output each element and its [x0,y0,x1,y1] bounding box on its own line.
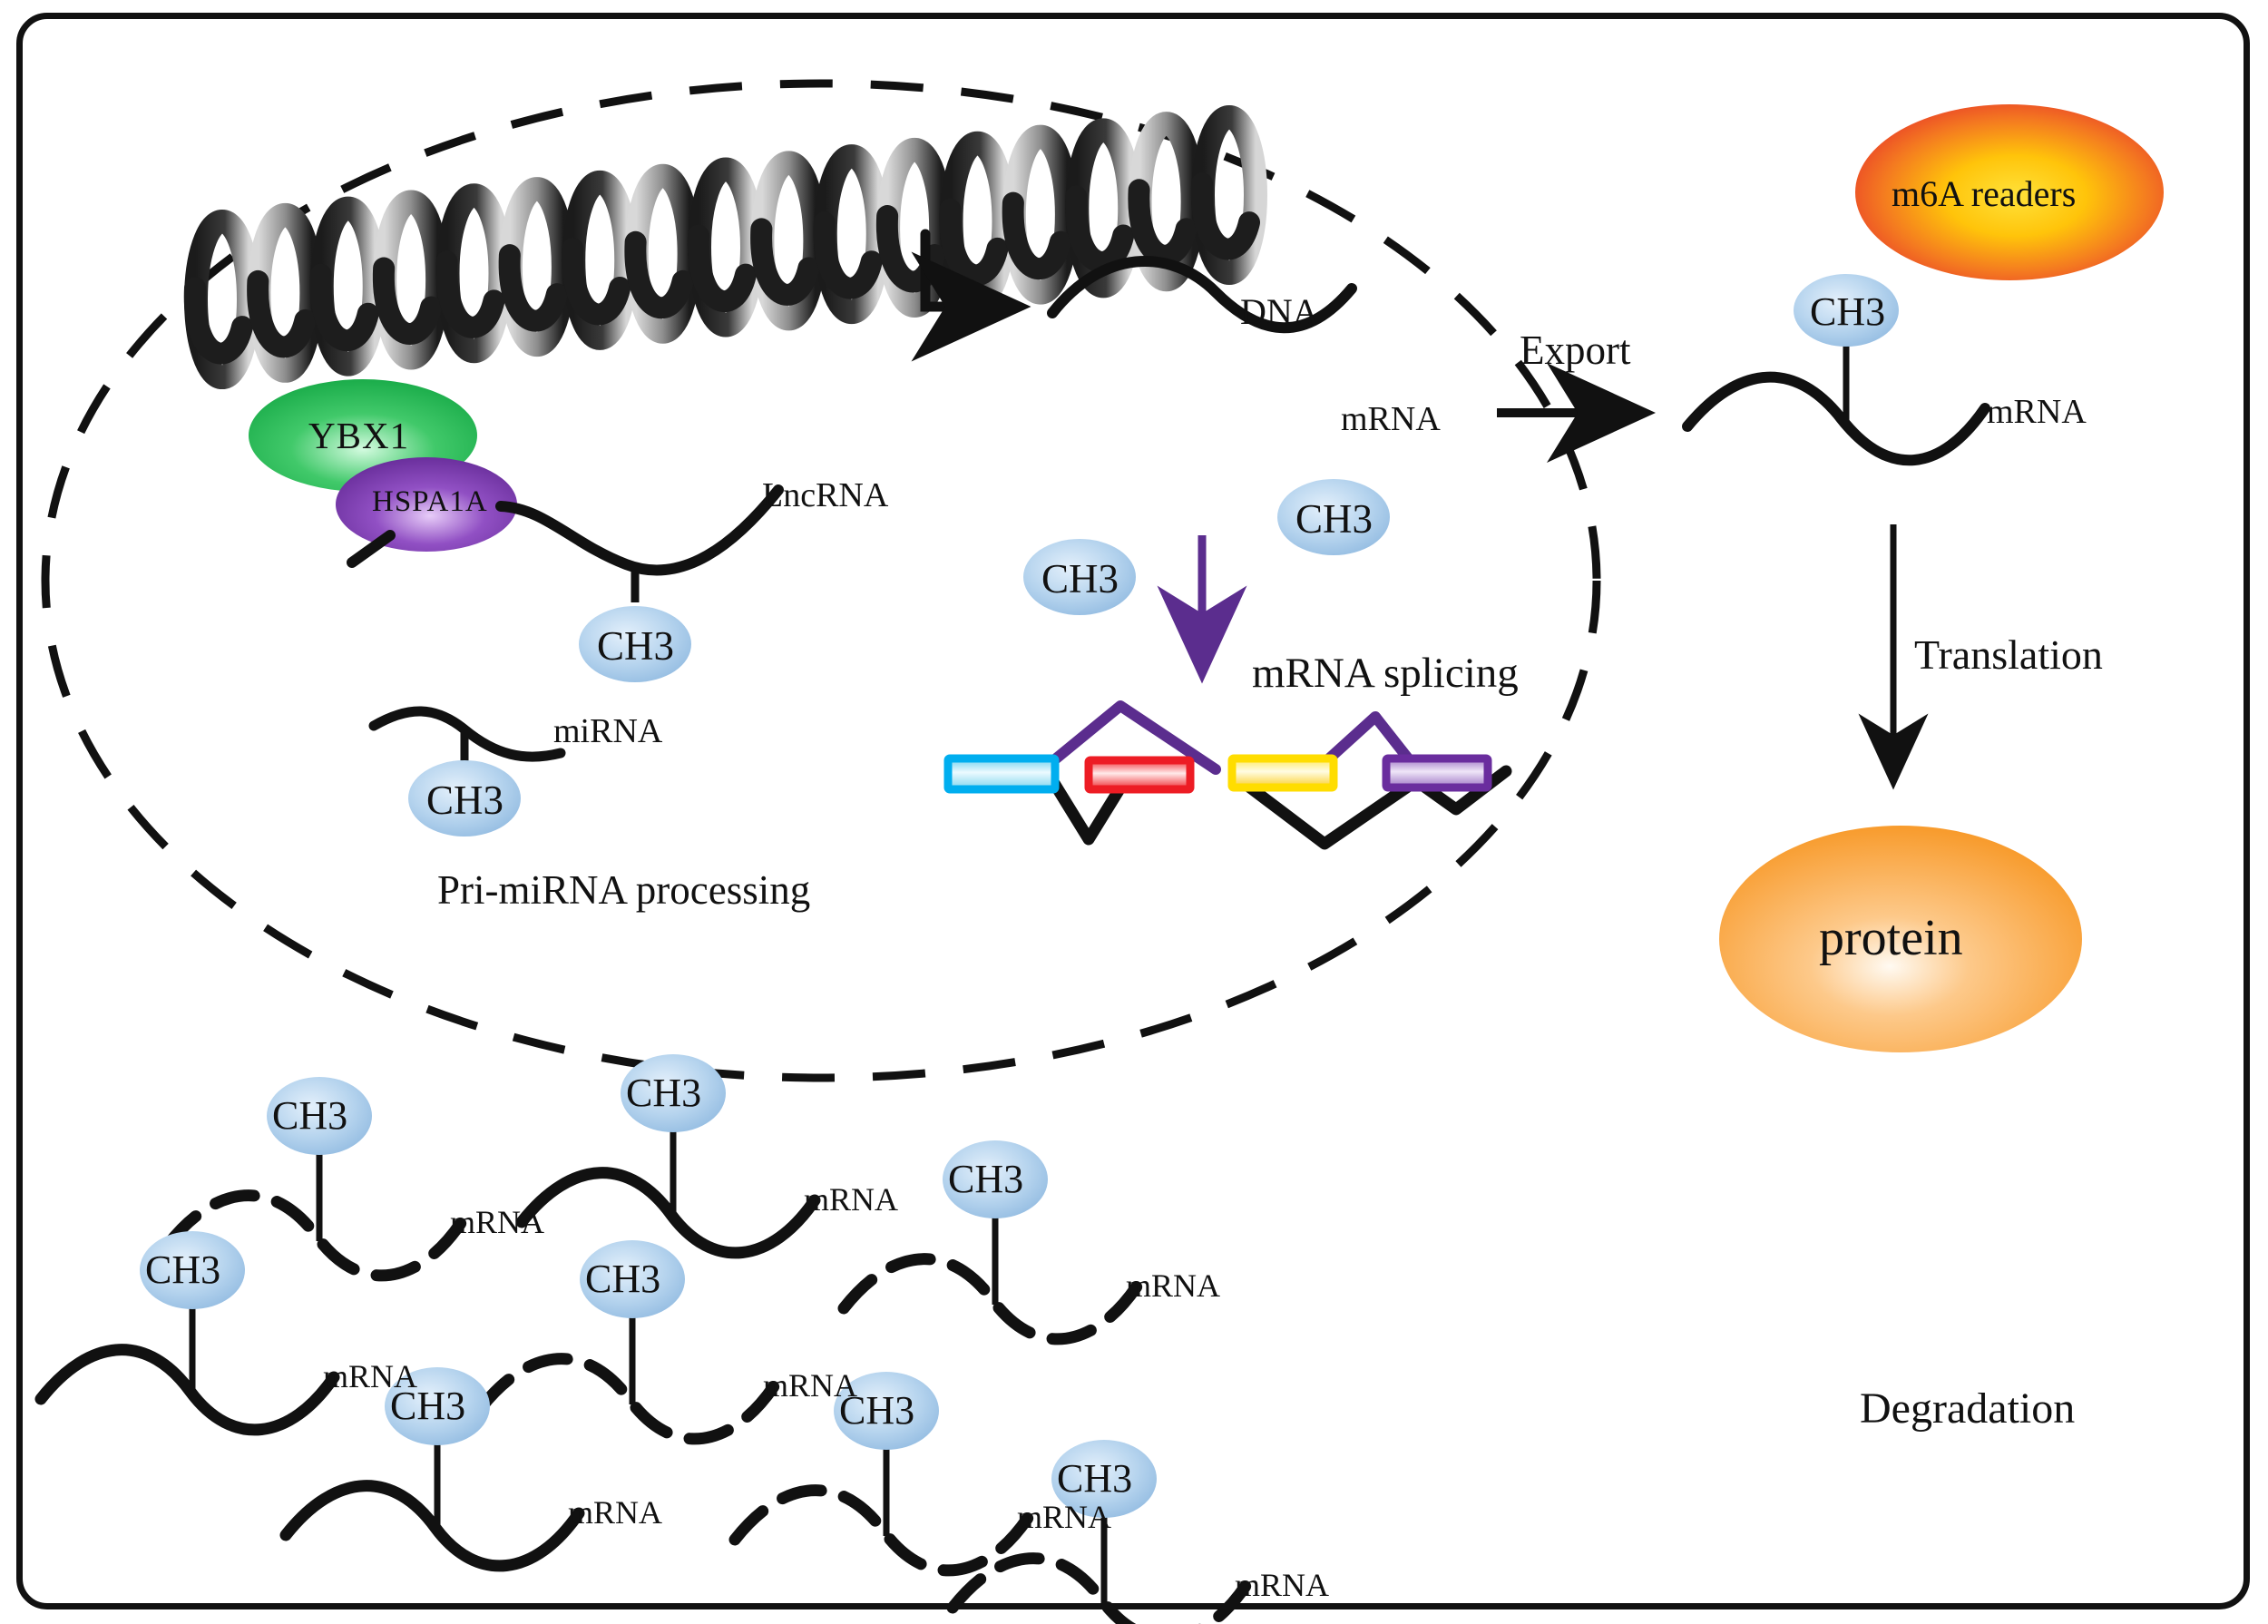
dna-coil-front [750,218,820,306]
label-lncrna: LncRNA [762,476,889,514]
label-hspa1a: HSPA1A [372,485,488,518]
label-mrna-degradation: mRNA [568,1494,663,1531]
degradation-strand-group [34,1054,1252,1624]
label-ch3-mirna: CH3 [426,778,504,823]
lncrna-strand [347,484,784,576]
protein-body[interactable] [1719,826,2082,1052]
degradation-mrna-strand [837,1253,1143,1345]
ch3-free-left[interactable] [1023,539,1136,615]
dna-coil-front [1128,179,1198,267]
label-ch3-degradation: CH3 [839,1388,915,1433]
degradation-mrna-strand [34,1344,340,1436]
label-mrna-degradation: mRNA [804,1181,899,1218]
exon-box-3 [1227,754,1338,792]
label-mirna: miRNA [553,712,663,750]
exon-box-1 [943,754,1060,794]
dna-helix [183,105,1268,389]
dna-coil-front [1065,185,1135,273]
label-mrna-degradation: mRNA [1235,1567,1330,1603]
dna-coil-front [624,230,694,319]
degradation-mrna-strand [515,1167,821,1259]
label-dna: DNA [1240,291,1319,332]
ch3-marker-lncrna[interactable] [579,606,691,682]
label-mrna-splicing: mRNA splicing [1252,650,1519,697]
dna-coil-front [183,277,253,365]
exported-mrna-strand [1682,371,1990,466]
dna-coil-front [1002,191,1071,280]
ch3-marker-degradation[interactable] [621,1054,726,1132]
dna-coil-front [372,257,443,345]
dna-coil-front [247,269,317,358]
label-ch3-degradation: CH3 [145,1247,221,1292]
nuclear-mrna-strand [1047,255,1357,334]
label-protein: protein [1819,910,1963,966]
dna-coil-front [939,198,1009,287]
transcription-arrow [911,229,1031,362]
label-ybx1: YBX1 [308,415,410,456]
dna-coil-turn [1190,105,1268,285]
label-export: Export [1520,328,1631,373]
ch3-marker-degradation[interactable] [385,1367,490,1445]
ch3-marker-mirna[interactable] [408,760,521,836]
dna-coil-front [435,250,505,338]
degradation-mrna-strand [728,1484,1034,1577]
ch3-marker-degradation[interactable] [267,1077,372,1155]
dna-coil-front [309,263,379,352]
label-degradation: Degradation [1860,1384,2076,1433]
label-ch3-degradation: CH3 [626,1071,702,1115]
exon-box-2 [1084,756,1195,794]
label-mrna-degradation: mRNA [323,1358,418,1394]
label-pri-mirna-processing: Pri-miRNA processing [437,867,811,913]
dna-coil-front [813,211,883,299]
degradation-mrna-strand [161,1189,467,1282]
label-ch3-degradation: CH3 [585,1257,661,1301]
dna-coil-front [498,244,568,332]
ch3-marker-degradation[interactable] [1051,1440,1157,1518]
label-ch3-free-right: CH3 [1295,496,1374,542]
dna-coil-front [687,224,757,312]
degradation-mrna-strand [474,1353,780,1445]
ch3-marker-degradation[interactable] [943,1140,1048,1218]
mirna-strand [368,706,566,762]
ch3-marker-exported[interactable] [1794,274,1899,347]
label-mrna-degradation: mRNA [450,1204,545,1240]
mrna-splicing-schematic [943,700,1512,850]
label-ch3-degradation: CH3 [1057,1456,1133,1501]
exon-box-4 [1382,754,1492,792]
degradation-mrna-strand [946,1552,1252,1624]
label-mrna-degradation: mRNA [763,1367,858,1404]
nuclear-envelope [41,79,1601,1082]
dna-coil-front [1190,172,1260,260]
hspa1a-protein[interactable] [336,457,517,552]
dna-coil-front [562,237,631,326]
label-m6a-readers: m6A readers [1892,173,2077,214]
label-mrna-exported: mRNA [1987,393,2087,431]
label-ch3-exported: CH3 [1810,289,1886,334]
label-ch3-free-left: CH3 [1041,556,1119,602]
label-ch3-degradation: CH3 [390,1384,466,1428]
label-translation: Translation [1914,631,2103,678]
degradation-mrna-strand [279,1480,585,1572]
label-mrna-degradation: mRNA [1017,1499,1112,1535]
label-mrna-nuclear: mRNA [1341,400,1441,438]
label-mrna-degradation: mRNA [1126,1267,1221,1304]
ch3-free-right[interactable] [1277,479,1390,555]
ch3-marker-degradation[interactable] [834,1372,939,1450]
label-ch3-degradation: CH3 [948,1157,1024,1201]
label-ch3-lncrna: CH3 [597,623,675,669]
ch3-marker-degradation[interactable] [580,1240,685,1318]
label-ch3-degradation: CH3 [272,1093,348,1138]
ch3-marker-degradation[interactable] [140,1231,245,1309]
m6a-readers-body[interactable] [1855,104,2164,280]
